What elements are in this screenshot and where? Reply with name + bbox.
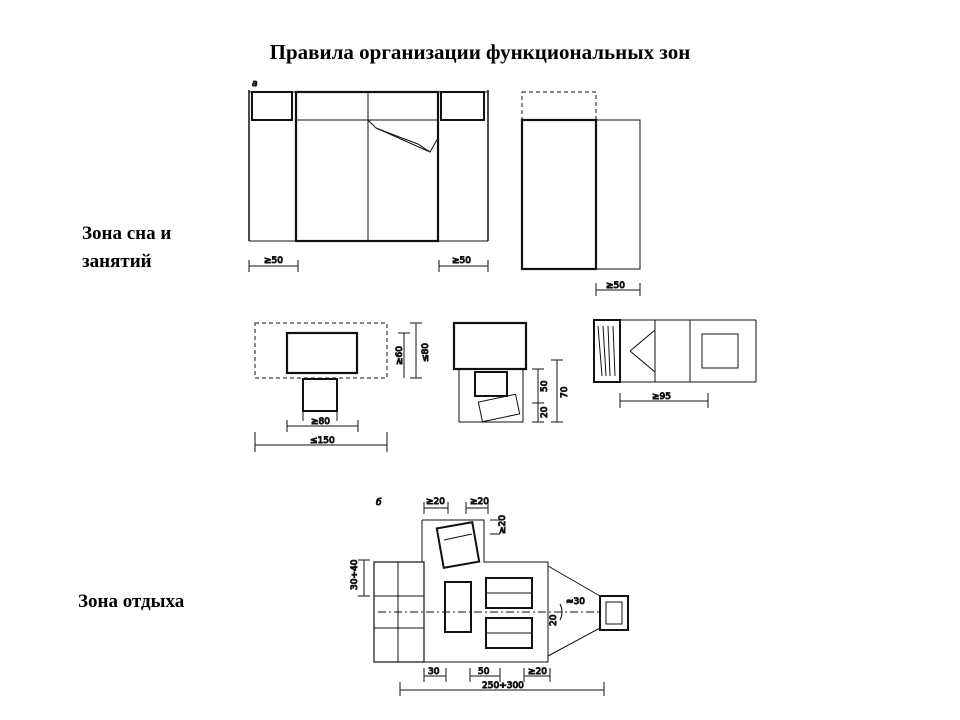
dim-tv-30: ≈30 (566, 597, 585, 607)
dim-chair-20: 20 (540, 406, 550, 418)
desk-plan: ≥80 ≤150 ≥60 ≤80 (254, 322, 432, 452)
zone-sleep-label: Зона сна и занятий (82, 223, 172, 272)
marker-b: б (376, 498, 382, 508)
dim-chair-50: 50 (540, 380, 550, 392)
dim-top-20b: ≥20 (470, 497, 489, 507)
dim-bed-right: ≥50 (452, 256, 471, 266)
dim-bottom-20: ≥20 (528, 667, 547, 677)
dim-chair-70: 70 (560, 386, 570, 398)
dim-side-20: ≥20 (498, 515, 508, 534)
dim-desk-depth: ≥80 (311, 417, 330, 427)
single-bed-plan: ≥50 (520, 91, 641, 296)
dim-desk-80: ≤80 (421, 343, 431, 362)
dim-total: 250÷300 (482, 681, 524, 691)
wardrobe-plan: ≥95 (593, 319, 757, 408)
chair-plan: 50 20 70 (452, 321, 571, 423)
page-title: Правила организации функциональных зон (269, 40, 691, 64)
dim-bottom-30: 30 (428, 667, 440, 677)
dim-wardrobe: ≥95 (652, 392, 671, 402)
dim-single-bed: ≥50 (606, 281, 625, 291)
zone-rest-label: Зона отдыха (78, 591, 185, 612)
dim-tv-20: 20 (549, 614, 559, 626)
dim-sofa-left: 30÷40 (350, 559, 360, 590)
dim-desk-60: ≥60 (395, 346, 405, 365)
rest-zone-plan: б ≥20 ≥20 ≥20 ≈30 20 (350, 497, 629, 696)
dim-bottom-50: 50 (478, 667, 490, 677)
double-bed-plan: а ≥50 ≥50 (248, 79, 489, 272)
dim-desk-width: ≤150 (310, 436, 335, 446)
marker-a: а (252, 79, 258, 89)
dim-top-20a: ≥20 (426, 497, 445, 507)
dim-bed-left: ≥50 (264, 256, 283, 266)
